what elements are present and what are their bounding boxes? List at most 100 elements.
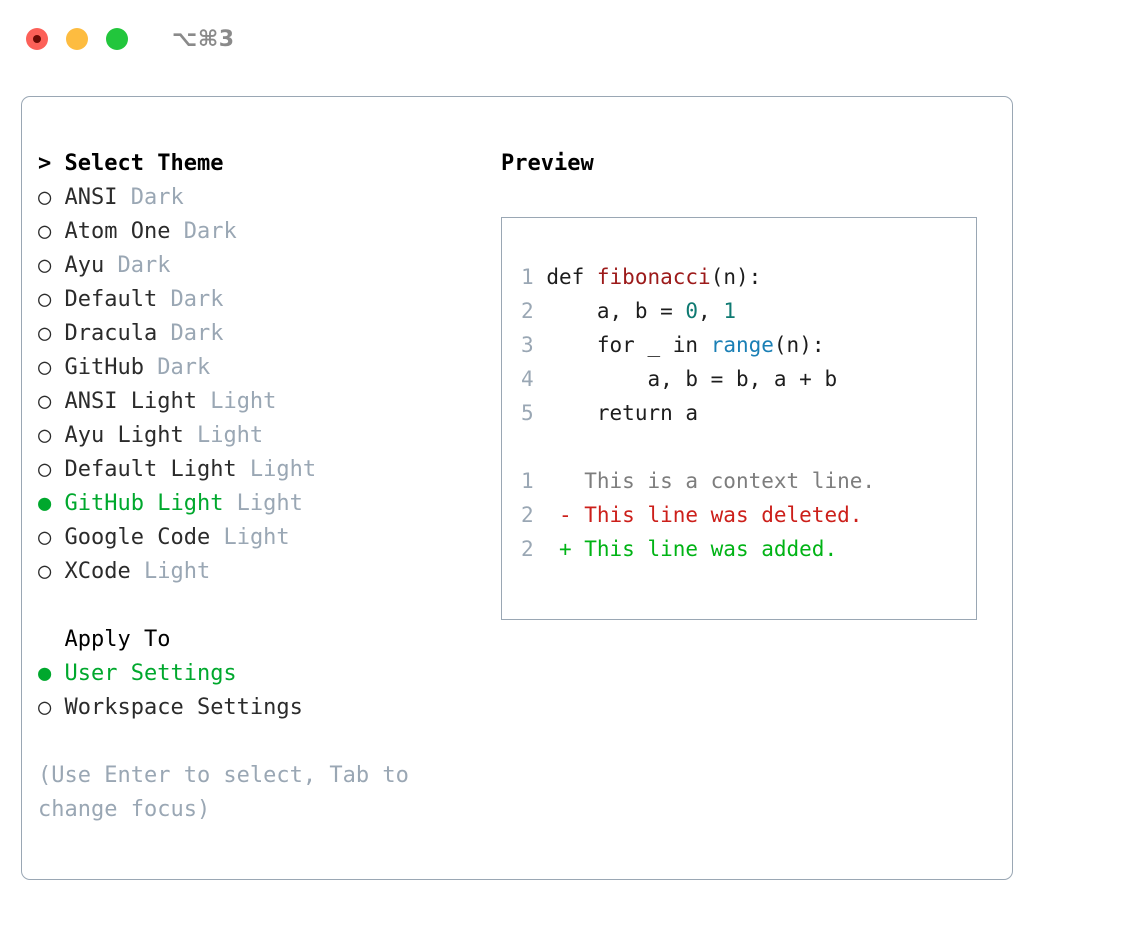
theme-list-item[interactable]: ○ ANSI Dark: [38, 181, 488, 215]
theme-variant-badge: Dark: [143, 355, 211, 380]
line-number: 4: [521, 367, 534, 391]
code-token-plain: a, b =: [546, 299, 686, 323]
theme-list: ○ ANSI Dark○ Atom One Dark○ Ayu Dark○ De…: [38, 181, 488, 589]
radio-unselected-icon: ○: [38, 423, 52, 448]
radio-selected-icon: ●: [38, 491, 52, 516]
diff-marker-icon: +: [533, 537, 585, 561]
theme-variant-badge: Light: [130, 559, 211, 584]
tui-panel: > Select Theme ○ ANSI Dark○ Atom One Dar…: [21, 96, 1013, 880]
theme-list-item[interactable]: ● GitHub Light Light: [38, 487, 488, 521]
theme-variant-badge: Dark: [170, 219, 237, 244]
code-line: 3 for _ in range(n):: [521, 328, 875, 362]
theme-name-label: Google Code: [51, 525, 211, 550]
apply-to-item-label: User Settings: [51, 661, 237, 686]
theme-name-label: Dracula: [51, 321, 158, 346]
theme-name-label: Ayu Light: [51, 423, 184, 448]
header-caret-icon: >: [38, 151, 65, 176]
keyboard-shortcut-label: ⌥⌘3: [172, 26, 235, 52]
theme-variant-badge: Dark: [117, 185, 184, 210]
code-token-plain: (n):: [773, 333, 825, 357]
theme-list-item[interactable]: ○ Default Light Light: [38, 453, 488, 487]
code-token-plain: ,: [698, 299, 724, 323]
theme-name-label: Default: [51, 287, 158, 312]
diff-line-add: 2 + This line was added.: [521, 532, 875, 566]
line-number: 5: [521, 401, 534, 425]
radio-unselected-icon: ○: [38, 695, 52, 720]
radio-unselected-icon: ○: [38, 253, 52, 278]
code-token-plain: (n):: [710, 265, 762, 289]
line-number: 2: [521, 503, 534, 527]
theme-variant-badge: Dark: [157, 287, 224, 312]
theme-list-item[interactable]: ○ GitHub Dark: [38, 351, 488, 385]
radio-unselected-icon: ○: [38, 525, 52, 550]
maximize-button[interactable]: [106, 28, 128, 50]
theme-name-label: Default Light: [51, 457, 237, 482]
radio-unselected-icon: ○: [38, 559, 52, 584]
theme-list-item[interactable]: ○ Atom One Dark: [38, 215, 488, 249]
minimize-button[interactable]: [66, 28, 88, 50]
apply-to-label: Apply To: [64, 627, 171, 652]
theme-list-item[interactable]: ○ Default Dark: [38, 283, 488, 317]
code-token-plain: def: [546, 265, 597, 289]
diff-marker-icon: -: [533, 503, 585, 527]
preview-column: Preview 1 def fibonacci(n):2 a, b = 0, 1…: [501, 147, 991, 620]
code-line: 2 a, b = 0, 1: [521, 294, 875, 328]
preview-title: Preview: [501, 151, 594, 176]
radio-unselected-icon: ○: [38, 321, 52, 346]
code-token-func: fibonacci: [596, 265, 711, 289]
code-line: 5 return a: [521, 396, 875, 430]
apply-to-item[interactable]: ● User Settings: [38, 657, 488, 691]
diff-line-text: This line was added.: [584, 537, 838, 561]
code-token-plain: return a: [546, 401, 699, 425]
radio-unselected-icon: ○: [38, 389, 52, 414]
theme-name-label: GitHub Light: [51, 491, 224, 516]
diff-line-ctx: 1 This is a context line.: [521, 464, 875, 498]
code-line: 4 a, b = b, a + b: [521, 362, 875, 396]
theme-list-item[interactable]: ○ Ayu Light Light: [38, 419, 488, 453]
diff-line-text: This line was deleted.: [584, 503, 863, 527]
apply-to-header: Apply To: [38, 623, 488, 657]
line-number: 1: [521, 265, 534, 289]
theme-variant-badge: Light: [236, 457, 317, 482]
code-token-num: 1: [723, 299, 736, 323]
theme-variant-badge: Light: [223, 491, 303, 516]
theme-name-label: Atom One: [51, 219, 171, 244]
apply-to-item[interactable]: ○ Workspace Settings: [38, 691, 488, 725]
theme-variant-badge: Dark: [104, 253, 171, 278]
theme-name-label: GitHub: [51, 355, 144, 380]
select-theme-header: > Select Theme: [38, 147, 488, 181]
title-bar: ⌥⌘3: [0, 0, 1140, 78]
radio-unselected-icon: ○: [38, 185, 52, 210]
code-token-plain: a, b = b, a + b: [546, 367, 838, 391]
close-button[interactable]: [26, 28, 48, 50]
diff-marker-icon: [534, 469, 585, 493]
keyboard-hint: (Use Enter to select, Tab to change focu…: [38, 763, 423, 822]
line-number: 2: [521, 537, 534, 561]
apply-to-list: ● User Settings○ Workspace Settings: [38, 657, 488, 725]
code-line: 1 def fibonacci(n):: [521, 260, 875, 294]
theme-variant-badge: Light: [210, 525, 290, 550]
radio-unselected-icon: ○: [38, 219, 52, 244]
page-title: Select Theme: [64, 151, 224, 176]
theme-list-item[interactable]: ○ Dracula Dark: [38, 317, 488, 351]
theme-variant-badge: Dark: [157, 321, 224, 346]
recording-dot-icon: [33, 35, 41, 43]
theme-picker-column: > Select Theme ○ ANSI Dark○ Atom One Dar…: [38, 147, 488, 827]
code-token-num: 0: [685, 299, 699, 323]
radio-unselected-icon: ○: [38, 355, 52, 380]
diff-line-del: 2 - This line was deleted.: [521, 498, 875, 532]
theme-name-label: ANSI: [51, 185, 118, 210]
diff-line-text: This is a context line.: [584, 469, 876, 493]
theme-variant-badge: Light: [196, 389, 277, 414]
theme-name-label: Ayu: [51, 253, 105, 278]
apply-to-item-label: Workspace Settings: [51, 695, 303, 720]
theme-list-item[interactable]: ○ Ayu Dark: [38, 249, 488, 283]
theme-list-item[interactable]: ○ Google Code Light: [38, 521, 488, 555]
radio-unselected-icon: ○: [38, 287, 52, 312]
theme-list-item[interactable]: ○ XCode Light: [38, 555, 488, 589]
theme-list-item[interactable]: ○ ANSI Light Light: [38, 385, 488, 419]
code-blank-line: [521, 430, 875, 464]
theme-name-label: ANSI Light: [51, 389, 197, 414]
